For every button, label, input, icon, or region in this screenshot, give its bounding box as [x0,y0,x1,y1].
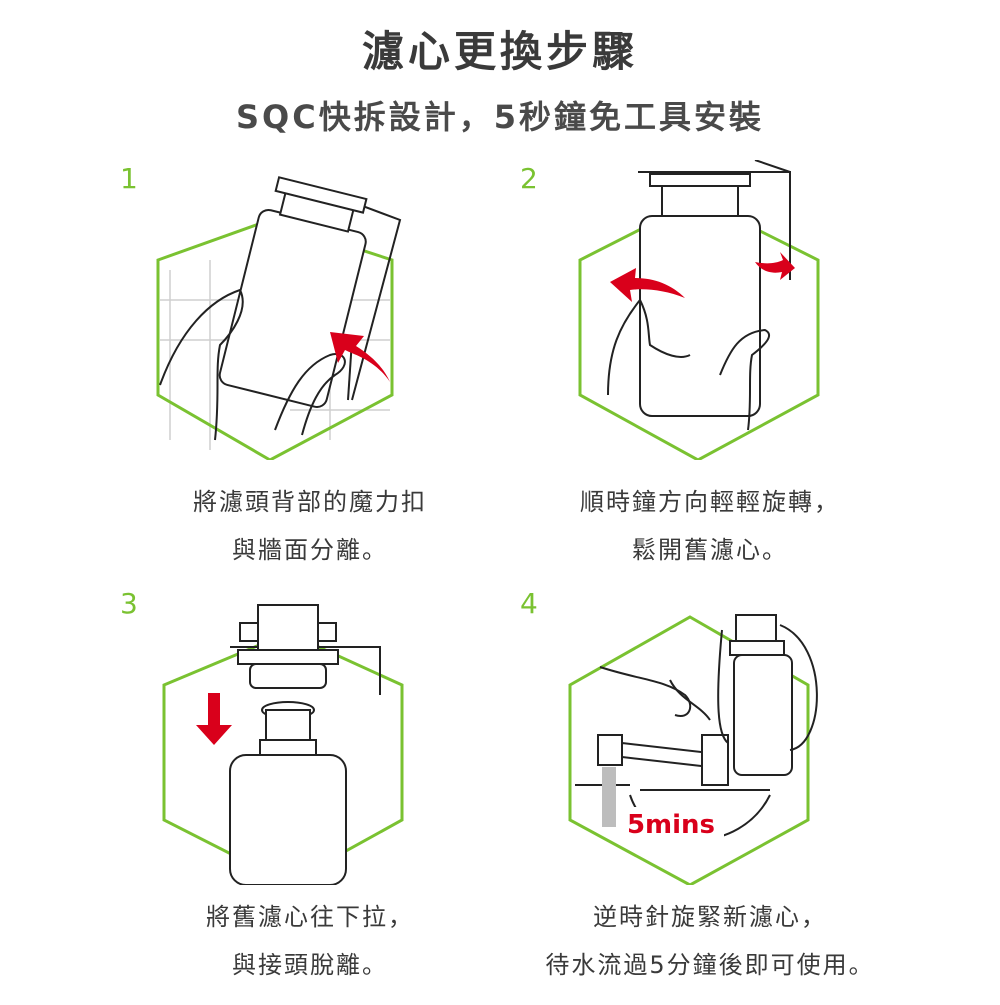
step-number: 1 [120,162,138,195]
step-caption: 將濾頭背部的魔力扣 與牆面分離。 [90,478,530,574]
filter-cartridge-icon [733,654,793,776]
page-title: 濾心更換步驟 [361,27,638,76]
caption-line-1: 逆時針旋緊新濾心， [593,903,827,931]
caption-line-2: 與接頭脫離。 [232,951,388,979]
duration-badge: 5mins [618,807,724,843]
caption-line-2: 待水流過5分鐘後即可使用。 [545,951,875,979]
caption-line-1: 將舊濾心往下拉， [206,903,414,931]
hexagon-frame [156,218,394,460]
step-caption: 將舊濾心往下拉， 與接頭脫離。 [90,893,530,989]
step-number: 4 [520,587,538,620]
caption-line-2: 與牆面分離。 [232,536,388,564]
step-number: 3 [120,587,138,620]
rotate-arrow-icon [610,268,685,302]
step-1: 1 將濾頭背部的魔力扣 與牆面分離。 [90,160,530,580]
step-2-illustration [578,160,820,460]
page-subtitle: SQC快拆設計，5秒鐘免工具安裝 [235,98,764,136]
step-1-illustration [156,176,402,460]
rotate-arrow-icon [755,252,795,280]
down-arrow-icon [196,693,232,745]
filter-cartridge-icon [218,176,368,409]
step-caption: 順時鐘方向輕輕旋轉， 鬆開舊濾心。 [490,478,930,574]
filter-cartridge-icon [229,754,347,885]
caption-line-2: 鬆開舊濾心。 [632,536,788,564]
step-3-illustration [162,604,404,885]
step-caption: 逆時針旋緊新濾心， 待水流過5分鐘後即可使用。 [490,893,930,989]
filter-cartridge-icon [639,215,761,417]
step-number: 2 [520,162,538,195]
rotate-arrow-icon [330,332,390,382]
step-2: 2 順時鐘方向輕輕旋轉， 鬆開舊濾心。 [490,160,930,580]
hexagon-frame [568,615,810,885]
step-3: 3 將舊濾心往下拉， 與接頭脫離。 [90,585,530,1005]
caption-line-1: 順時鐘方向輕輕旋轉， [580,488,840,516]
step-4-illustration [568,614,818,885]
hexagon-frame [578,198,820,460]
step-4: 4 5mins 逆時針旋緊新濾心， 待水流過5分鐘後即可使用。 [490,585,930,1005]
caption-line-1: 將濾頭背部的魔力扣 [193,488,427,516]
